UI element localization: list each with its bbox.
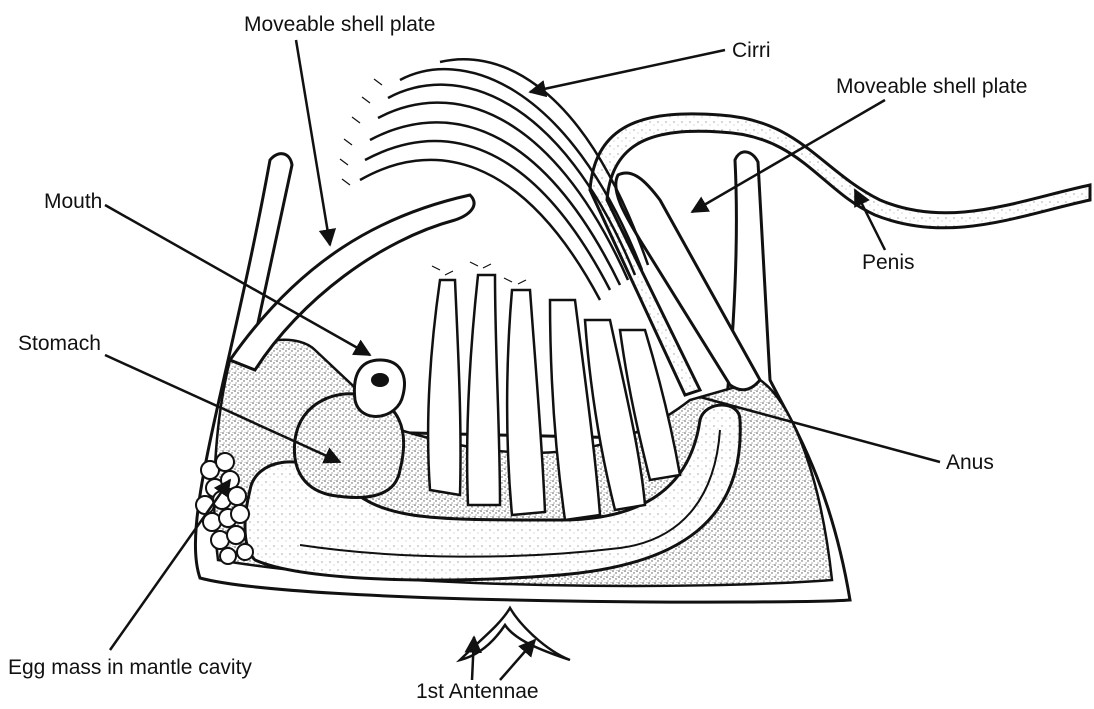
label-mouth: Mouth xyxy=(44,191,102,212)
label-anus: Anus xyxy=(946,452,994,473)
label-first-antennae: 1st Antennae xyxy=(416,681,539,702)
mouth-structure xyxy=(354,360,404,416)
label-egg-mass: Egg mass in mantle cavity xyxy=(8,657,252,678)
label-penis: Penis xyxy=(862,252,915,273)
label-moveable-shell-plate-left: Moveable shell plate xyxy=(244,14,435,35)
first-antennae xyxy=(460,608,570,660)
mouth-opening xyxy=(371,373,389,387)
label-cirri: Cirri xyxy=(732,40,770,61)
label-moveable-shell-plate-right: Moveable shell plate xyxy=(836,76,1027,97)
label-stomach: Stomach xyxy=(18,333,101,354)
